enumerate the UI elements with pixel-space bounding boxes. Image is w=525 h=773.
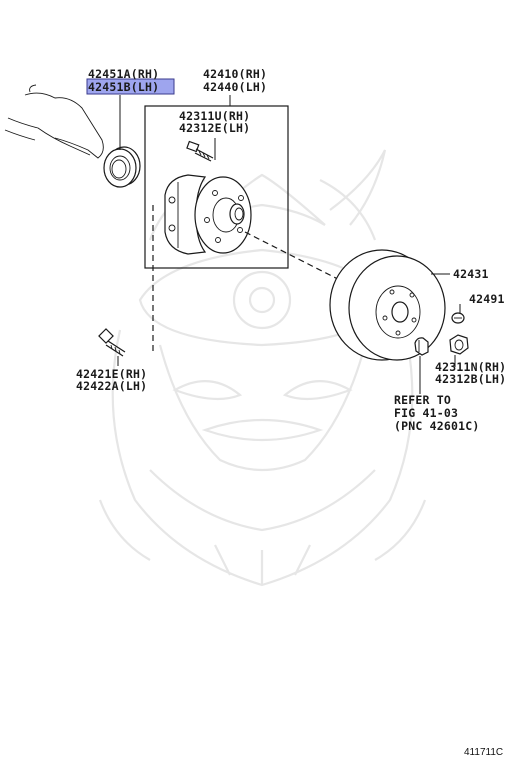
disc-screw-part[interactable] bbox=[451, 312, 465, 324]
hub-nut-part[interactable] bbox=[449, 334, 469, 355]
watermark-logo bbox=[98, 149, 427, 587]
hub-lh-label[interactable]: 42440(LH) bbox=[203, 80, 267, 94]
hub-nut-lh-label[interactable]: 42312B(LH) bbox=[435, 372, 506, 386]
hub-bearing-part[interactable] bbox=[164, 174, 252, 255]
refer-line-2[interactable]: FIG 41-03 bbox=[394, 406, 458, 420]
selected-part-highlight bbox=[86, 78, 175, 95]
mount-bolt-rh-label[interactable]: 42421E(RH) bbox=[76, 367, 147, 381]
hub-bolt-rh-label[interactable]: 42311U(RH) bbox=[179, 109, 250, 123]
hub-bolt-lh-label[interactable]: 42312E(LH) bbox=[179, 121, 250, 135]
hub-rh-label[interactable]: 42410(RH) bbox=[203, 67, 267, 81]
referenced-nut-part[interactable] bbox=[414, 337, 429, 356]
seal-lh-label[interactable]: 42451B(LH) bbox=[88, 80, 159, 94]
diagram-id: 411711C bbox=[464, 747, 503, 758]
mount-bolt-lh-label[interactable]: 42422A(LH) bbox=[76, 379, 147, 393]
disc-label[interactable]: 42431 bbox=[453, 267, 489, 281]
refer-line-3[interactable]: (PNC 42601C) bbox=[394, 419, 479, 433]
seal-rh-label[interactable]: 42451A(RH) bbox=[88, 67, 159, 81]
disc-screw-label[interactable]: 42491 bbox=[469, 292, 505, 306]
refer-line-1: REFER TO bbox=[394, 393, 451, 407]
oil-seal-part[interactable] bbox=[103, 146, 141, 188]
hub-bolt-part[interactable] bbox=[186, 140, 214, 162]
hub-assembly-frame bbox=[144, 105, 289, 269]
hub-nut-rh-label[interactable]: 42311N(RH) bbox=[435, 360, 506, 374]
brake-disc-part[interactable] bbox=[329, 249, 446, 361]
mount-bolt-part[interactable] bbox=[98, 328, 126, 357]
hand-outline-icon bbox=[4, 84, 104, 159]
